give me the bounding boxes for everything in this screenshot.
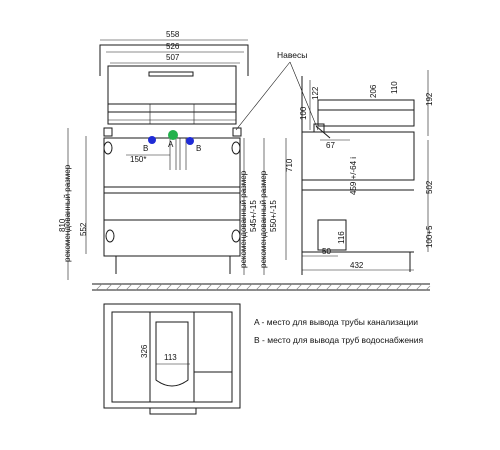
dim-545: 545+/-15: [249, 200, 258, 232]
hinge-top-left: [103, 141, 113, 155]
dim-67: 67: [326, 141, 335, 150]
siphon-cutout: [155, 321, 189, 387]
lamp: [148, 71, 194, 77]
dim-206: 206: [369, 84, 378, 98]
dim-100b: 100+5: [425, 225, 434, 248]
dim-122: 122: [311, 86, 320, 100]
dim-552: 552: [79, 222, 88, 236]
point-b-left: [148, 136, 156, 144]
wall-outline: [99, 44, 249, 76]
hinges-label: Навесы: [277, 50, 307, 60]
dim-558: 558: [166, 30, 180, 39]
dim-526: 526: [166, 42, 180, 51]
point-b-right: [186, 137, 194, 145]
side-view: 100 122 67 459 +/-64 i 206 110 192 502 1…: [299, 70, 434, 275]
plan-view: 326 113: [103, 303, 241, 415]
dim-150: 150*: [130, 155, 146, 164]
label-a: A: [168, 140, 174, 149]
dim-110: 110: [390, 81, 399, 94]
legend-a: A - место для вывода трубы канализации: [254, 317, 418, 327]
side-top: [301, 131, 415, 181]
dim-550: 550+/-15: [269, 200, 278, 232]
rec-label-mid: рекомендованный размер: [239, 170, 248, 268]
label-b-left: B: [143, 144, 148, 153]
plan-plinth: [149, 407, 197, 415]
rec-label-left: рекомендованный размер: [63, 164, 72, 262]
dim-432: 432: [350, 261, 364, 270]
dim-507: 507: [166, 53, 180, 62]
dim-710: 710: [285, 158, 294, 172]
side-mirror: [317, 99, 415, 127]
dim-116: 116: [337, 231, 346, 244]
dim-50: 50: [322, 247, 331, 256]
dim-192: 192: [425, 92, 434, 106]
dim-459: 459 +/-64 i: [349, 157, 358, 195]
dim-100: 100: [299, 106, 308, 120]
legend-b: B - место для вывода труб водоснабжения: [254, 335, 423, 345]
hinge-bottom-left: [105, 229, 115, 243]
rec-label-right: рекомендованный размер: [259, 170, 268, 268]
side-drawer: [317, 219, 347, 251]
dim-810: 810: [58, 218, 67, 232]
hinge-top-right: [231, 141, 241, 155]
hinge-bottom-right: [231, 229, 241, 243]
front-view: 558 526 507 A B: [58, 30, 319, 280]
dim-326: 326: [140, 344, 149, 358]
label-b-right: B: [196, 144, 201, 153]
vanity-cabinet: [103, 137, 241, 257]
mirror-cabinet: [107, 65, 237, 125]
floor-hatch: [92, 283, 431, 291]
dim-502: 502: [425, 180, 434, 194]
point-a: [168, 130, 178, 140]
dim-113: 113: [164, 353, 177, 362]
